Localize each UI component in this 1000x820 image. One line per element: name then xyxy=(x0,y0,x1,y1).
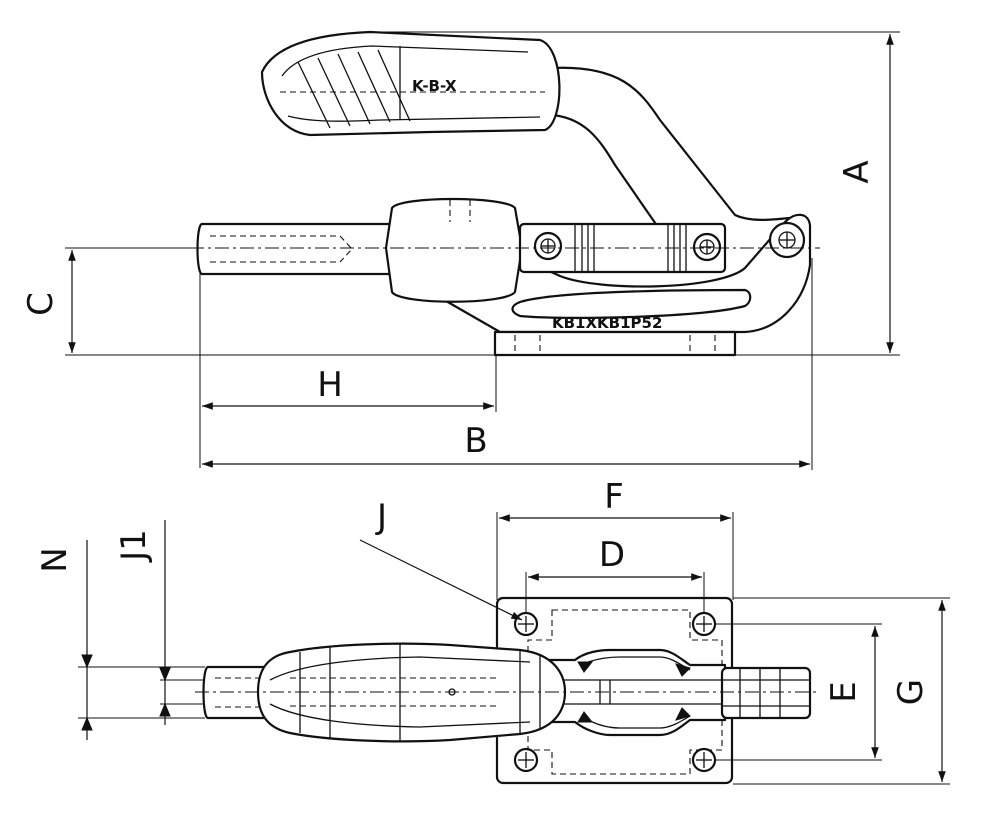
handle-grip: K-B-X xyxy=(260,30,561,137)
mounting-hole-3 xyxy=(513,747,539,773)
top-view-dimensions: F D J G E N J1 xyxy=(35,477,950,785)
pivot-pin-2 xyxy=(692,232,722,262)
plunger-rod xyxy=(196,222,397,276)
pivot-pin-1 xyxy=(533,231,563,261)
top-pivot-end xyxy=(720,666,812,720)
dimension-label-c: C xyxy=(21,292,61,316)
top-view xyxy=(195,596,820,785)
mounting-hole-1 xyxy=(513,611,539,637)
mounting-hole-4 xyxy=(691,747,717,773)
dimension-label-g: G xyxy=(891,679,931,705)
body-slot xyxy=(511,288,752,319)
dimension-label-h: H xyxy=(317,365,343,405)
dimension-label-j: J xyxy=(375,497,387,537)
leader-line-j xyxy=(359,539,523,621)
pivot-pin-3 xyxy=(768,221,806,259)
handle-marking: K-B-X xyxy=(412,77,457,95)
dimension-label-n: N xyxy=(35,547,75,572)
side-view: K-B-X xyxy=(190,30,820,357)
dimension-label-a: A xyxy=(837,160,877,183)
side-view-dimensions: A C H B xyxy=(21,31,900,470)
mounting-hole-2 xyxy=(691,611,717,637)
lever-arm-inner xyxy=(550,113,662,232)
top-linkage xyxy=(546,648,727,737)
dimension-label-e: E xyxy=(824,681,864,702)
guide-collar xyxy=(384,197,524,303)
dimension-label-b: B xyxy=(464,421,487,461)
dimension-label-d: D xyxy=(599,535,625,575)
dimension-label-f: F xyxy=(604,477,624,517)
dimension-label-j1: J1 xyxy=(114,529,154,563)
base-plate xyxy=(493,330,737,357)
lever-arm-outer xyxy=(550,66,792,221)
clamp-body-frame xyxy=(390,213,812,334)
base-marking: KB1XKB1P52 xyxy=(552,314,662,332)
